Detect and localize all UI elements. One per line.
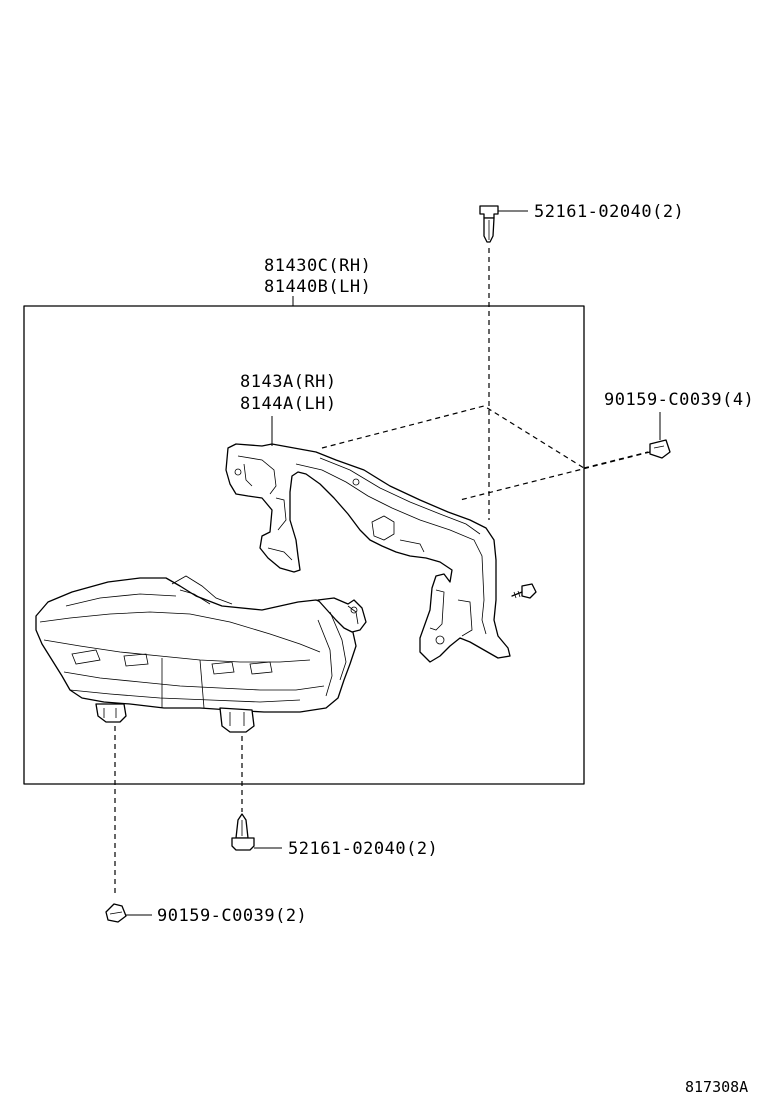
clip-nut-icon	[649, 439, 671, 459]
assembly-rh-label: 81430C(RH)	[264, 256, 372, 276]
clip-nut-icon	[105, 903, 127, 923]
nut-right-dash	[459, 451, 651, 501]
nut-bottom-label: 90159-C0039(2)	[157, 906, 308, 926]
bracket-part	[225, 443, 511, 663]
nut-right-dash-plane	[321, 405, 585, 469]
bracket-lh-label: 8144A(LH)	[240, 394, 337, 414]
assembly-lh-label: 81440B(LH)	[264, 277, 372, 297]
diagram-code: 817308A	[685, 1078, 749, 1096]
nut-right-dash-2	[583, 451, 649, 469]
bracket-rh-label: 8143A(RH)	[240, 372, 337, 392]
push-clip-icon	[231, 813, 255, 851]
push-clip-icon	[479, 205, 499, 243]
fog-lamp-part	[35, 575, 367, 733]
clip-bottom-label: 52161-02040(2)	[288, 839, 439, 859]
nut-right-label: 90159-C0039(4)	[604, 390, 755, 410]
assembly-frame	[23, 305, 585, 785]
clip-top-label: 52161-02040(2)	[534, 202, 685, 222]
screw-icon	[511, 583, 537, 599]
